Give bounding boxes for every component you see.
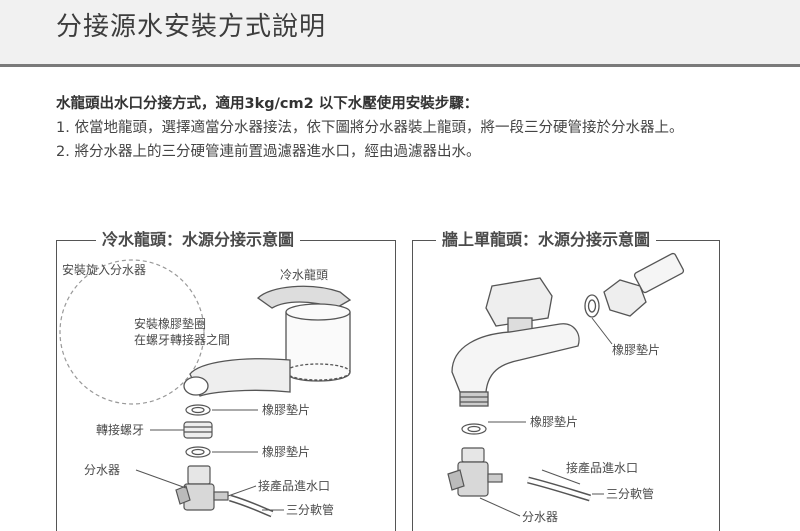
- right-diverter: [447, 447, 503, 497]
- header-divider: [0, 64, 800, 67]
- label-cold-water-faucet: 冷水龍頭: [280, 268, 329, 282]
- label-soft-tube: 三分軟管: [286, 503, 335, 517]
- left-leader-lines: [135, 409, 284, 511]
- label-screw-in-diverter: 安裝旋入分水器: [62, 263, 147, 277]
- label-right-rubber-gasket-top: 橡膠墊片: [612, 343, 661, 357]
- label-right-product-inlet: 接產品進水口: [566, 461, 639, 475]
- label-right-soft-tube: 三分軟管: [606, 487, 655, 501]
- left-gasket-1: [185, 404, 211, 416]
- right-leader-lines: [479, 317, 613, 517]
- right-gasket-mid: [461, 423, 487, 435]
- left-adapter-thread: [183, 421, 213, 439]
- label-install-gasket-line2: 在螺牙轉接器之間: [134, 333, 231, 347]
- left-diverter: [175, 465, 229, 511]
- page-title: 分接源水安裝方式說明: [56, 12, 327, 42]
- label-rubber-gasket-1: 橡膠墊片: [262, 403, 311, 417]
- label-right-rubber-gasket-mid: 橡膠墊片: [530, 415, 579, 429]
- intro-step-2: 2. 將分水器上的三分硬管連前置過濾器進水口，經由過濾器出水。: [56, 144, 481, 160]
- cold-water-faucet-illustration: [183, 285, 352, 397]
- label-adapter-thread: 轉接螺牙: [96, 423, 145, 437]
- left-panel-title: 冷水龍頭：水源分接示意圖: [96, 228, 301, 252]
- wall-faucet-illustration: [451, 277, 580, 407]
- intro-section: 水龍頭出水口分接方式，適用3kg/cm2 以下水壓使用安裝步驟： 1. 依當地龍…: [56, 92, 756, 164]
- label-diverter: 分水器: [84, 463, 121, 477]
- left-gasket-2: [185, 446, 211, 458]
- header-band: [0, 0, 800, 64]
- thread-detail-circle: [59, 259, 205, 405]
- label-right-diverter: 分水器: [522, 510, 559, 524]
- label-product-inlet: 接產品進水口: [258, 479, 331, 493]
- right-top-gasket: [584, 294, 600, 318]
- right-panel-title: 牆上單龍頭：水源分接示意圖: [436, 228, 657, 252]
- label-install-gasket-line1: 安裝橡膠墊圈: [134, 317, 207, 331]
- intro-step-1: 1. 依當地龍頭，選擇適當分水器接法，依下圖將分水器裝上龍頭，將一段三分硬管接於…: [56, 120, 684, 136]
- label-rubber-gasket-2: 橡膠墊片: [262, 445, 311, 459]
- right-hex-connector: [603, 252, 685, 317]
- intro-heading: 水龍頭出水口分接方式，適用3kg/cm2 以下水壓使用安裝步驟：: [56, 96, 479, 112]
